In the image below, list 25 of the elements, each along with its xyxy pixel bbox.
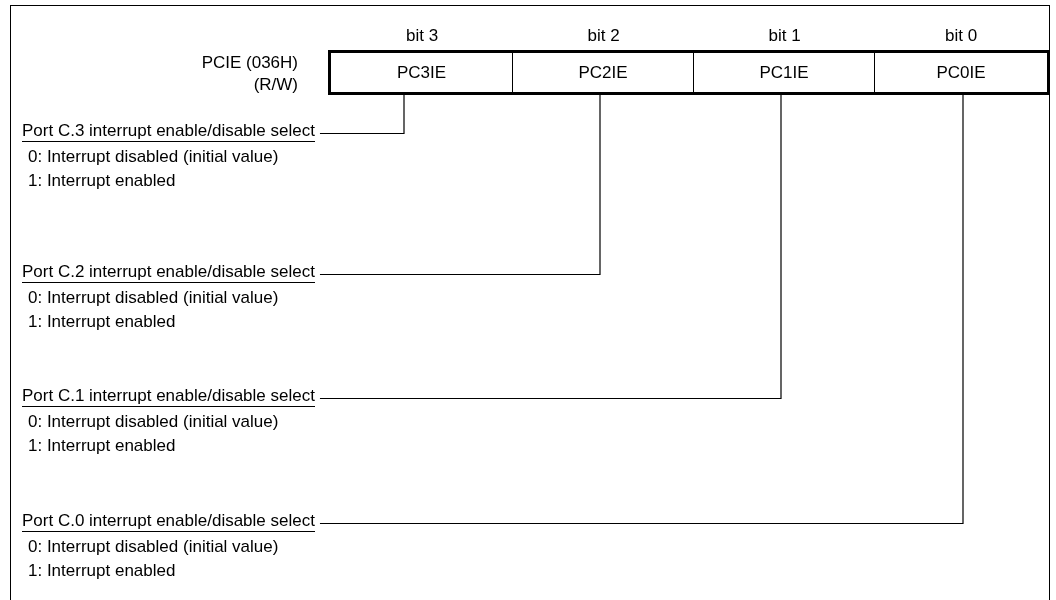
bit-number: bit 2 bbox=[587, 26, 620, 46]
register-bit-cell: PC0IE bbox=[875, 53, 1047, 92]
field-description: Port C.3 interrupt enable/disable select bbox=[22, 121, 315, 142]
bit-value-note: 0: Interrupt disabled (initial value) bbox=[28, 147, 279, 167]
bit-value-note: 0: Interrupt disabled (initial value) bbox=[28, 412, 279, 432]
leader-line bbox=[319, 94, 601, 276]
register-bit-cell: PC3IE bbox=[331, 53, 513, 92]
leader-line bbox=[319, 94, 405, 135]
bit-value-note: 1: Interrupt enabled bbox=[28, 436, 176, 456]
field-description: Port C.0 interrupt enable/disable select bbox=[22, 511, 315, 532]
bit-number: bit 1 bbox=[768, 26, 801, 46]
bit-value-note: 1: Interrupt enabled bbox=[28, 171, 176, 191]
bit-value-note: 1: Interrupt enabled bbox=[28, 312, 176, 332]
field-description: Port C.1 interrupt enable/disable select bbox=[22, 386, 315, 407]
register-bit-cell: PC1IE bbox=[694, 53, 875, 92]
leader-line bbox=[319, 94, 782, 400]
bit-number: bit 3 bbox=[406, 26, 439, 46]
bit-value-note: 0: Interrupt disabled (initial value) bbox=[28, 537, 279, 557]
leader-line bbox=[319, 94, 964, 525]
bit-value-note: 1: Interrupt enabled bbox=[28, 561, 176, 581]
bit-number: bit 0 bbox=[945, 26, 978, 46]
bit-value-note: 0: Interrupt disabled (initial value) bbox=[28, 288, 279, 308]
register-name: PCIE (036H) (R/W) bbox=[200, 52, 298, 96]
register-bit-cell: PC2IE bbox=[513, 53, 694, 92]
field-description: Port C.2 interrupt enable/disable select bbox=[22, 262, 315, 283]
